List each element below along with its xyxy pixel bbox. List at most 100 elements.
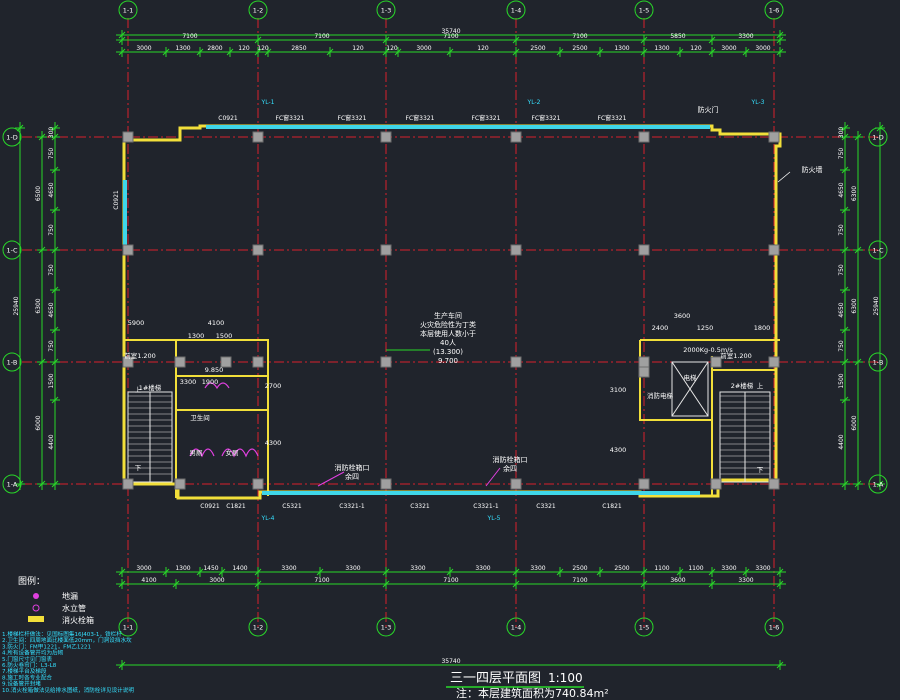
column-extra-1 (174, 356, 186, 368)
dim-top-sub-slash (446, 48, 454, 56)
dim-bot-sub-label: 1100 (654, 565, 669, 572)
column-6-4 (768, 478, 780, 490)
axis-left-3-label: 1-B (7, 359, 18, 367)
axis-bottom-4-circle (506, 617, 526, 637)
left-core-label: 上 (135, 385, 142, 394)
left-core-label: 2700 (265, 382, 282, 390)
dim-left-spans-label: 6000 (35, 415, 42, 430)
dim-top-sub-slash (118, 48, 126, 56)
axis-right-3-circle (868, 352, 888, 372)
axis-bottom-5-circle (634, 617, 654, 637)
legend: 图例： 地漏 水立管 消火栓箱 (18, 575, 94, 625)
dim-bot-sub-label: 3300 (721, 565, 736, 572)
dim-right-sub-slash (841, 480, 849, 488)
right-core-label: 3100 (610, 386, 627, 394)
right-core-label: 1800 (754, 324, 771, 332)
axis-bottom-5-label: 1-5 (639, 624, 650, 632)
dim-top-sub-slash (162, 48, 170, 56)
dim-left-spans-label: 6500 (35, 186, 42, 201)
dim-right-sub-label: 300 (838, 127, 845, 139)
dim-top-sub-label: 120 (690, 45, 702, 52)
right-core-label: 2#楼梯 (731, 381, 754, 390)
column-6-2 (768, 244, 780, 256)
dim-right-spans-label: 6300 (851, 298, 858, 313)
window-bottom-label: C3321-1 (473, 503, 499, 510)
dim-left-sub-label: 300 (48, 127, 55, 139)
dim-bot-overall-slash (776, 661, 784, 669)
dim-left-spans-slash (38, 246, 46, 254)
toilet-fixtures (189, 382, 259, 458)
fire-door-label: 防火门 (698, 105, 719, 114)
axis-right-2-circle (868, 240, 888, 260)
dim-bot-spans-slash (776, 580, 784, 588)
column-5-3 (638, 356, 650, 368)
dim-top-spans-slash (512, 36, 520, 44)
dim-right-sub-slash (841, 396, 849, 404)
room-note-line: 本层使用人数小于 (420, 329, 476, 338)
dim-bot-sub-label: 2500 (614, 565, 629, 572)
window-bands (123, 125, 710, 495)
dim-top-spans-slash (382, 36, 390, 44)
column-extra-4 (710, 356, 722, 368)
column-extra-3 (174, 478, 186, 490)
axis-top-6-label: 1-6 (769, 7, 780, 15)
dim-left-sub-slash (51, 124, 59, 132)
dim-bot-sub-label: 3300 (475, 565, 490, 572)
axis-bottom-1-label: 1-1 (123, 624, 134, 632)
column-1-4 (122, 478, 134, 490)
dim-bot-sub-label: 3300 (345, 565, 360, 572)
right-core-label: 前室1.200 (720, 351, 752, 360)
dim-bot-spans-slash (172, 580, 180, 588)
axis-top-2-label: 1-2 (253, 7, 264, 15)
dim-right-overall-label: 25940 (873, 296, 880, 315)
dim-bot-spans-label: 4100 (141, 577, 156, 584)
note-line: 8.施工时各专业配合 (2, 673, 52, 681)
window-bottom-label: C1821 (602, 503, 622, 510)
yl-tag: YL-4 (261, 515, 275, 522)
dim-top-sub-slash (556, 48, 564, 56)
window-bottom-label: C3321-1 (339, 503, 365, 510)
legend-item-3: 消火栓箱 (62, 615, 94, 625)
column-1-3 (122, 356, 134, 368)
dim-left-sub-slash (51, 166, 59, 174)
axis-right-1-circle (868, 127, 888, 147)
column-extra-6 (638, 366, 650, 378)
right-core-label: 1250 (697, 324, 714, 332)
dim-left-sub-label: 750 (48, 224, 55, 236)
dim-right-sub-label: 750 (838, 224, 845, 236)
dim-bot-sub-slash (742, 568, 750, 576)
dim-top-sub-label: 1300 (654, 45, 669, 52)
axis-grid (22, 18, 880, 628)
dim-top-sub-slash (512, 48, 520, 56)
dim-top-sub-label: 120 (477, 45, 489, 52)
dim-bot-spans-label: 7100 (443, 577, 458, 584)
right-core-label: 2000Kg-0.5m/s (683, 346, 733, 354)
dim-top-sub-label: 120 (238, 45, 250, 52)
dim-bot-spans-slash (254, 580, 262, 588)
water-pipe-icon (32, 604, 40, 612)
left-core-label: 卫生间 (190, 413, 210, 422)
axis-top-5-circle (634, 0, 654, 20)
dim-bot-sub-slash (218, 568, 226, 576)
dim-top-sub-label: 3000 (721, 45, 736, 52)
axis-top-3-circle (376, 0, 396, 20)
dim-bot-sub-slash (596, 568, 604, 576)
dim-left-sub-label: 750 (48, 264, 55, 276)
window-top-label: FC窗3321 (472, 114, 501, 122)
dim-bot-sub-slash (196, 568, 204, 576)
dim-left-overall-slash (16, 480, 24, 488)
legend-title: 图例： (18, 575, 45, 587)
dim-top-sub-label: 1300 (175, 45, 190, 52)
dim-top-sub-label: 3000 (136, 45, 151, 52)
column-4-4 (510, 478, 522, 490)
dim-top-sub-slash (596, 48, 604, 56)
window-top-label: FC窗3321 (406, 114, 435, 122)
dim-left-overall-label: 25940 (13, 296, 20, 315)
dim-top-sub-slash (196, 48, 204, 56)
dim-top-overall-label: 35740 (441, 28, 460, 35)
note-line: 1.楼梯栏杆做法：见国标图集16J403-1，铁栏杆 (2, 630, 122, 638)
dim-top-spans-slash (776, 36, 784, 44)
